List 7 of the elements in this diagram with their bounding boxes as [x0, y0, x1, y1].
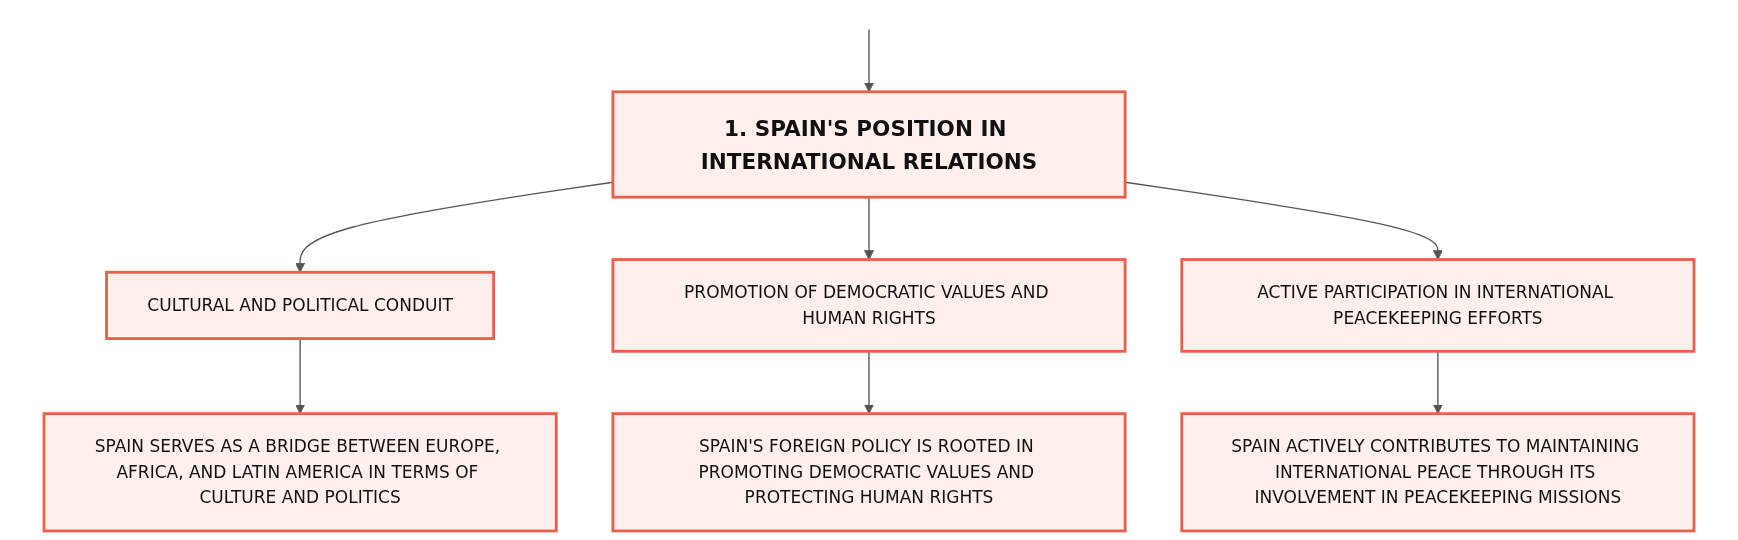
node-box: SPAIN'S FOREIGN POLICY IS ROOTED IN PROMOTING DEMOCRATIC VALUES AND PROTECTING HUMAN RIGHTS: [611, 412, 1127, 533]
node-box: CULTURAL AND POLITICAL CONDUIT: [105, 270, 496, 340]
node-box: ACTIVE PARTICIPATION IN INTERNATIONAL PEACEKEEPING EFFORTS: [1180, 258, 1696, 353]
node-box: 1. SPAIN'S POSITION IN INTERNATIONAL RELATIONS: [611, 90, 1127, 199]
node-box: SPAIN SERVES AS A BRIDGE BETWEEN EUROPE, AFRICA, AND LATIN AMERICA IN TERMS OF CULTURE AND POLITICS: [42, 412, 558, 533]
node-box: PROMOTION OF DEMOCRATIC VALUES AND HUMAN RIGHTS: [611, 258, 1127, 353]
node-box: SPAIN ACTIVELY CONTRIBUTES TO MAINTAINING INTERNATIONAL PEACE THROUGH ITS INVOLVEMENT IN PEACEKEEPING MISSIONS: [1180, 412, 1696, 533]
